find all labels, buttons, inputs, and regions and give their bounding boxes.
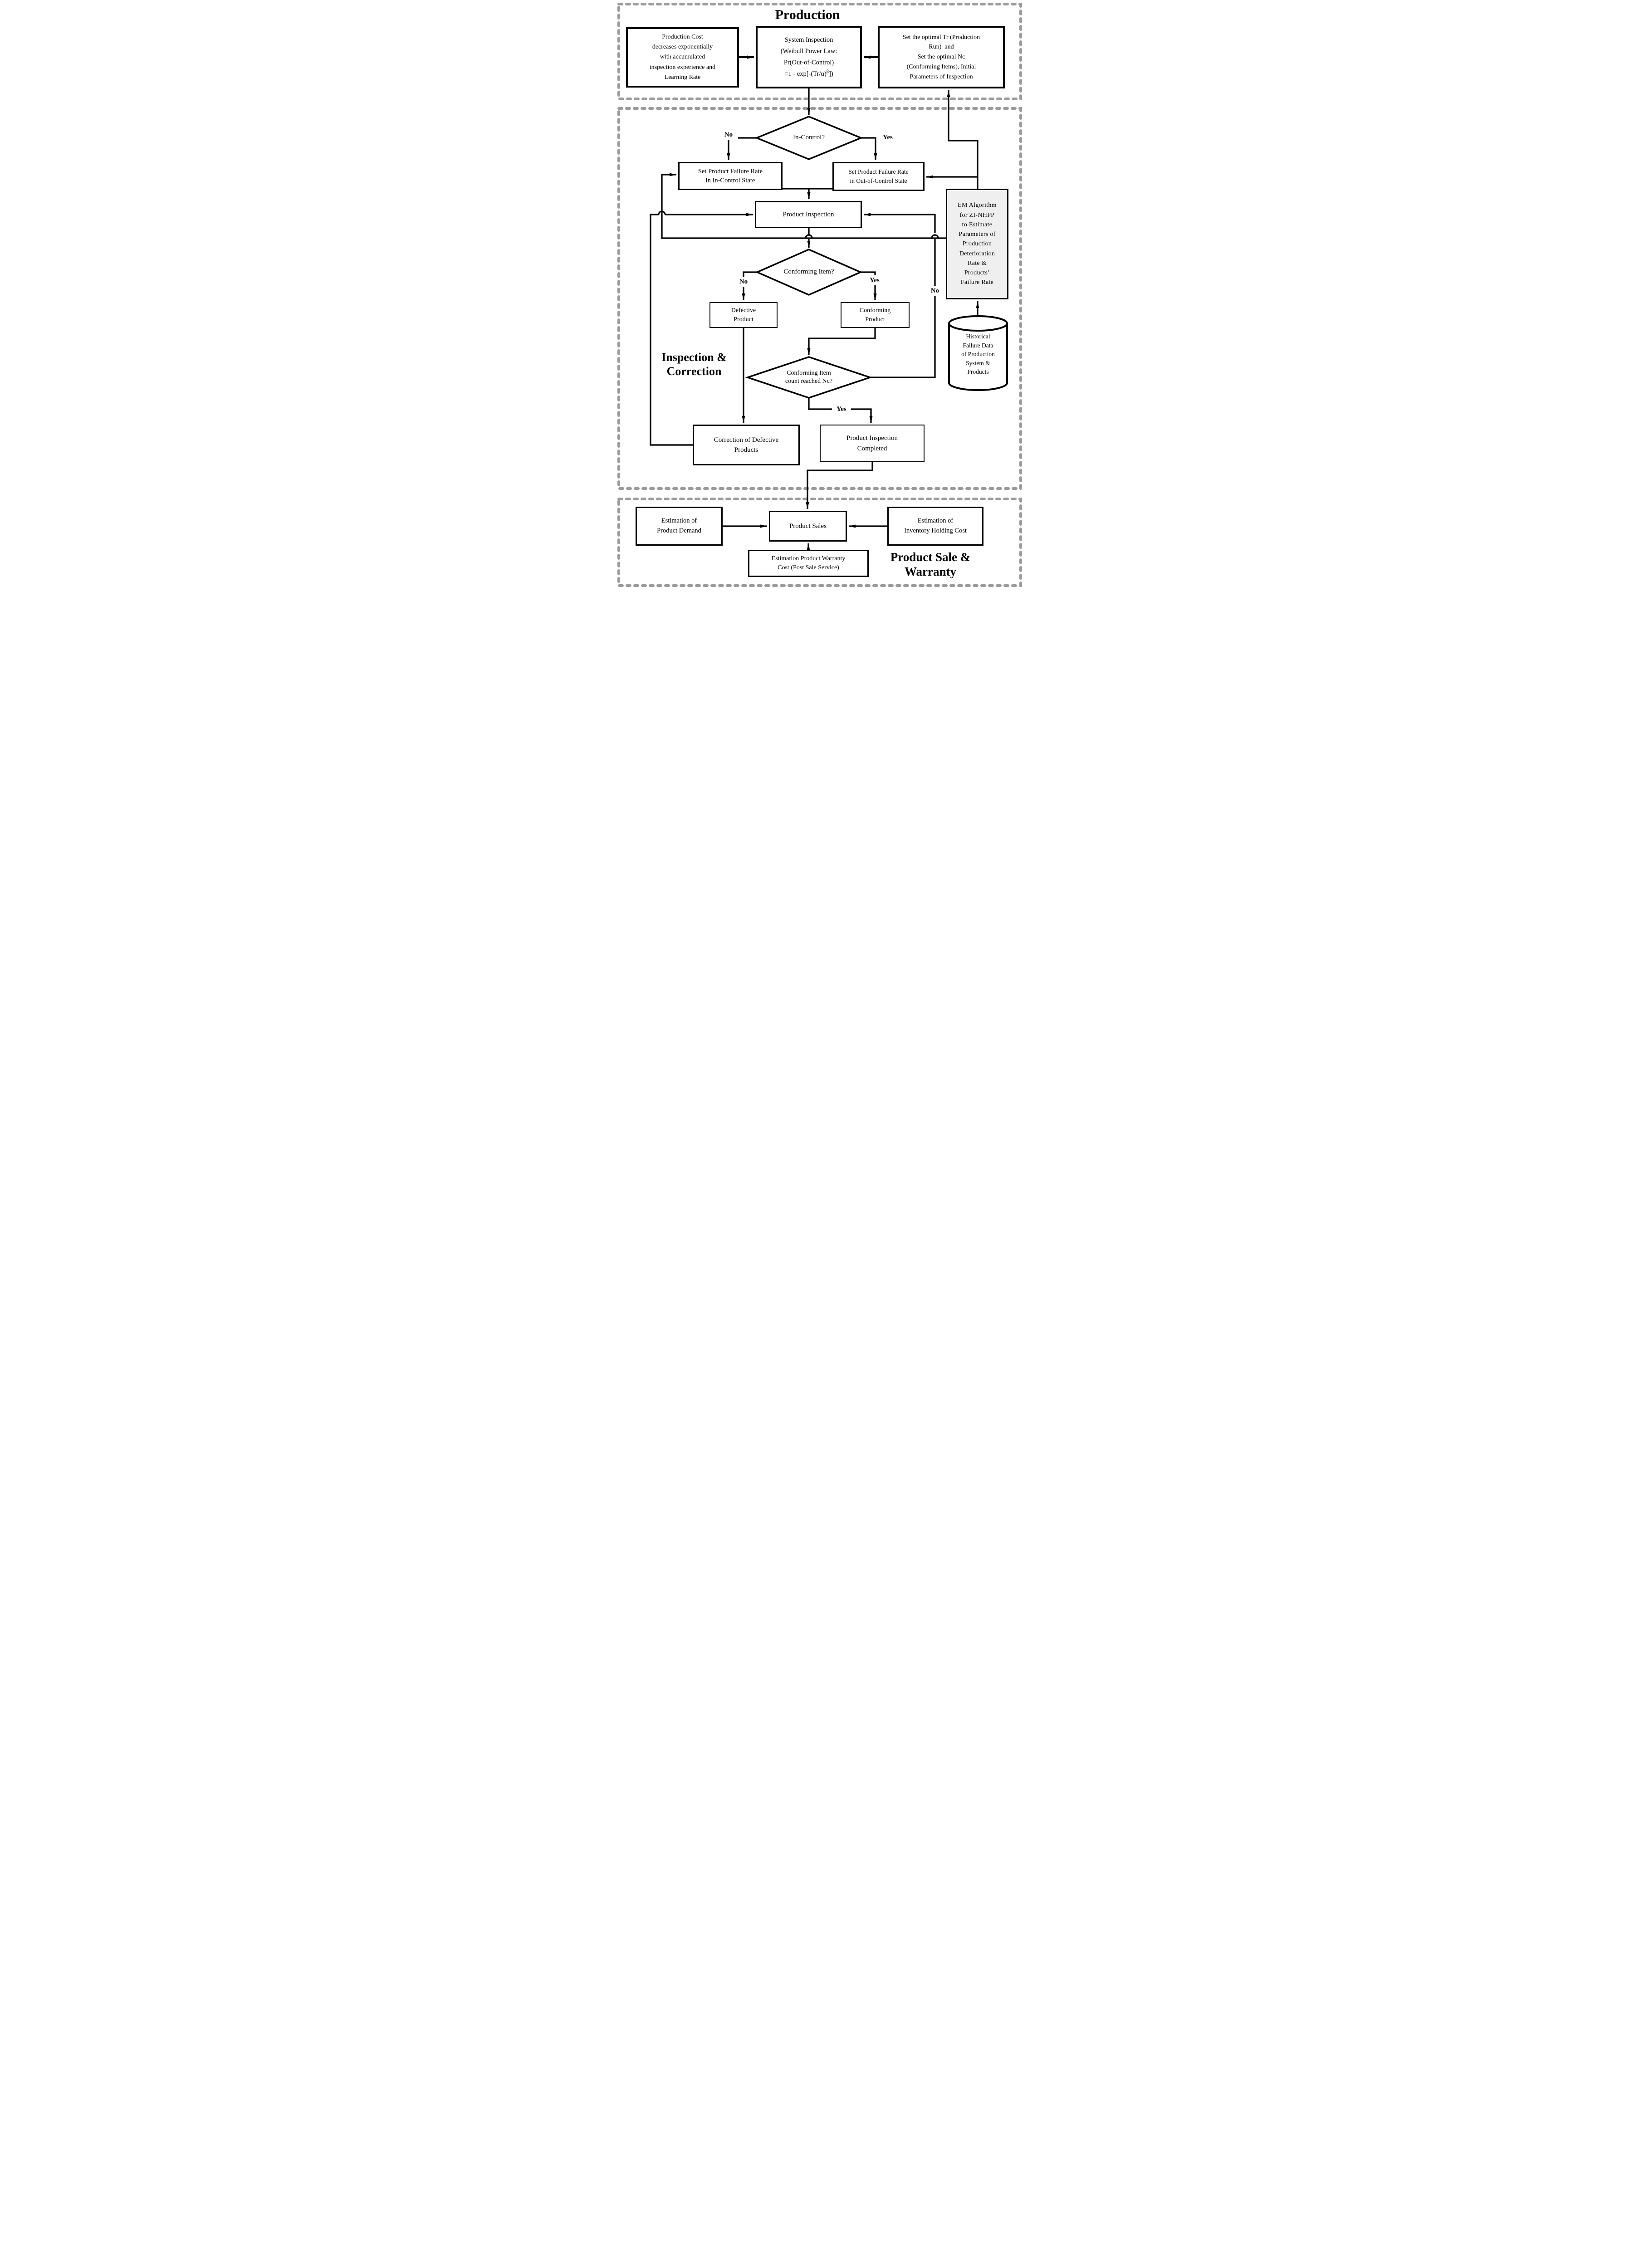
nc-count-diamond — [745, 356, 873, 399]
line-nc-no-lower — [870, 239, 936, 378]
node-em-algorithm: EM Algorithm for ZI-NHPP to Estimate Par… — [946, 189, 1008, 299]
node-estimation-inventory: Estimation of Inventory Holding Cost — [887, 507, 983, 546]
production-section-border — [617, 3, 1022, 100]
arrow-conforming-yes — [861, 271, 877, 300]
node-failure-rate-out-of-control: Set Product Failure Rate in Out-of-Contr… — [832, 162, 925, 191]
node-failure-rate-in-control: Set Product Failure Rate in In-Control S… — [678, 162, 783, 190]
historical-data-cylinder — [948, 315, 1008, 391]
line-correction-feedback — [650, 214, 693, 446]
arrow-nc-no-to-pi — [864, 213, 936, 233]
node-product-sales: Product Sales — [769, 511, 847, 542]
arrow-nc-yes — [808, 398, 873, 423]
node-inspection-completed: Product Inspection Completed — [820, 425, 925, 462]
node-defective-product: Defective Product — [709, 302, 778, 328]
arrow-incontrol-yes — [861, 137, 877, 160]
arrow-completed-to-sales — [806, 462, 873, 509]
line-hop-2 — [931, 234, 939, 239]
arrow-em-to-optimal — [947, 90, 979, 189]
node-system-inspection: System Inspection (Weibull Power Law: Pr… — [756, 26, 862, 88]
arrow-confprod-to-nc — [807, 328, 876, 355]
arrow-incontrol-no — [727, 137, 757, 160]
node-correction-defective: Correction of Defective Products — [693, 425, 800, 465]
node-product-inspection: Product Inspection — [755, 201, 862, 228]
in-control-diamond — [754, 116, 863, 160]
conforming-item-diamond — [755, 249, 863, 296]
node-estimation-warranty: Estimation Product Warranty Cost (Post S… — [748, 550, 869, 577]
flowchart-canvas: Production Inspection & Correction Produ… — [615, 0, 1024, 588]
inspection-section-border — [617, 107, 1022, 490]
sale-section-border — [617, 498, 1022, 587]
line-hop-1 — [805, 234, 813, 239]
arrow-conforming-no — [742, 271, 757, 300]
node-estimation-demand: Estimation of Product Demand — [636, 507, 723, 546]
node-conforming-product: Conforming Product — [841, 302, 910, 328]
node-set-optimal: Set the optimal Tr (Production Run) and … — [878, 26, 1005, 88]
arrow-em-to-incontrol-box — [661, 173, 946, 239]
node-production-cost: Production Cost decreases exponentially … — [626, 27, 739, 88]
connector-layer — [617, 3, 1022, 587]
